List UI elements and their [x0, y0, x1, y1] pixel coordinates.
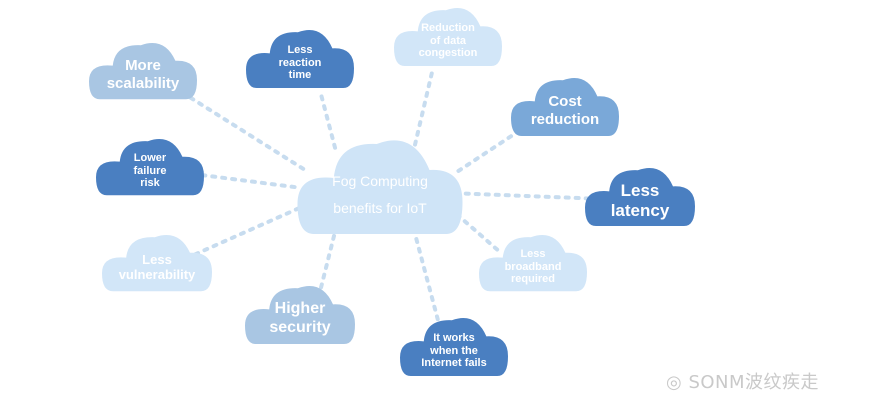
watermark: ◎ SONM波纹疾走 — [666, 368, 819, 394]
cloud-shape-more-scalability — [89, 43, 197, 100]
weibo-icon: ◎ — [666, 372, 683, 393]
connector-less-latency — [463, 191, 604, 201]
cloud-shape-works-when-internet-fails — [400, 317, 508, 377]
connector-reduction-data-congestion — [413, 69, 435, 147]
connector-works-when-internet-fails — [414, 237, 440, 322]
cloud-shape-lower-failure-risk — [96, 139, 204, 196]
cloud-shape-less-broadband-required — [479, 235, 587, 292]
connector-lower-failure-risk — [185, 171, 297, 190]
connector-less-vulnerability — [190, 206, 301, 258]
cloud-shape-less-latency — [585, 167, 695, 227]
connector-less-reaction-time — [318, 89, 338, 150]
connector-less-broadband-required — [455, 212, 502, 254]
cloud-shape-cost-reduction — [511, 77, 619, 137]
connector-higher-security — [318, 233, 337, 292]
cloud-shape-reduction-data-congestion — [394, 7, 502, 67]
watermark-text: SONM波纹疾走 — [688, 372, 820, 393]
connector-more-scalability — [174, 86, 306, 171]
cloud-shape-less-vulnerability — [102, 235, 212, 292]
cloud-shape-higher-security — [245, 285, 355, 345]
center-cloud-shape — [297, 140, 463, 234]
cloud-shape-less-reaction-time — [246, 29, 354, 89]
